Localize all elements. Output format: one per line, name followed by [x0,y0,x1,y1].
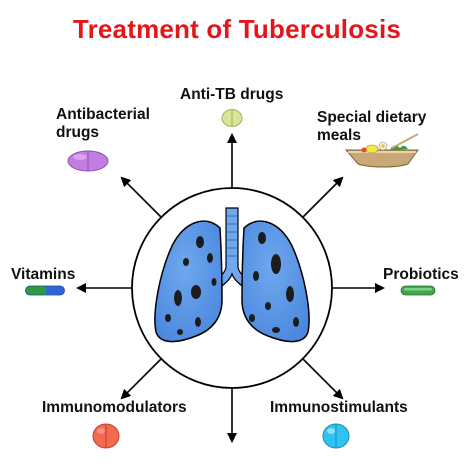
label-antibacterial-line-1: Antibacterial [56,106,150,123]
immunomodulators-pill-icon [92,423,120,449]
lungs-icon [154,207,310,343]
probiotics-capsule-icon [400,285,436,296]
antibacterial-pill-icon [67,150,109,172]
label-dietary-line-1: Special dietary [317,109,427,126]
arrow-immunostimulants [299,355,344,400]
arrow-antibacterial [120,176,165,221]
arrow-dietary [299,176,344,221]
page-title: Treatment of Tuberculosis [72,14,402,44]
label-immunomodulators: Immunomodulators [42,399,187,416]
label-vitamins: Vitamins [11,266,76,283]
label-dietary-line-2: meals [317,127,361,144]
vitamins-capsule-icon [25,285,65,296]
label-immunostimulants: Immunostimulants [270,399,408,416]
label-dietary: Special dietary meals [317,109,426,145]
label-anti-tb: Anti-TB drugs [180,86,284,103]
label-probiotics: Probiotics [383,266,459,283]
arrow-immunomodulators [120,355,165,400]
label-antibacterial: Antibacterial drugs [56,106,150,142]
label-antibacterial-line-2: drugs [56,124,100,141]
food-bowl-icon [344,133,419,168]
arrows [76,133,385,443]
immunostimulants-pill-icon [322,423,350,449]
anti-tb-pill-icon [221,109,243,127]
